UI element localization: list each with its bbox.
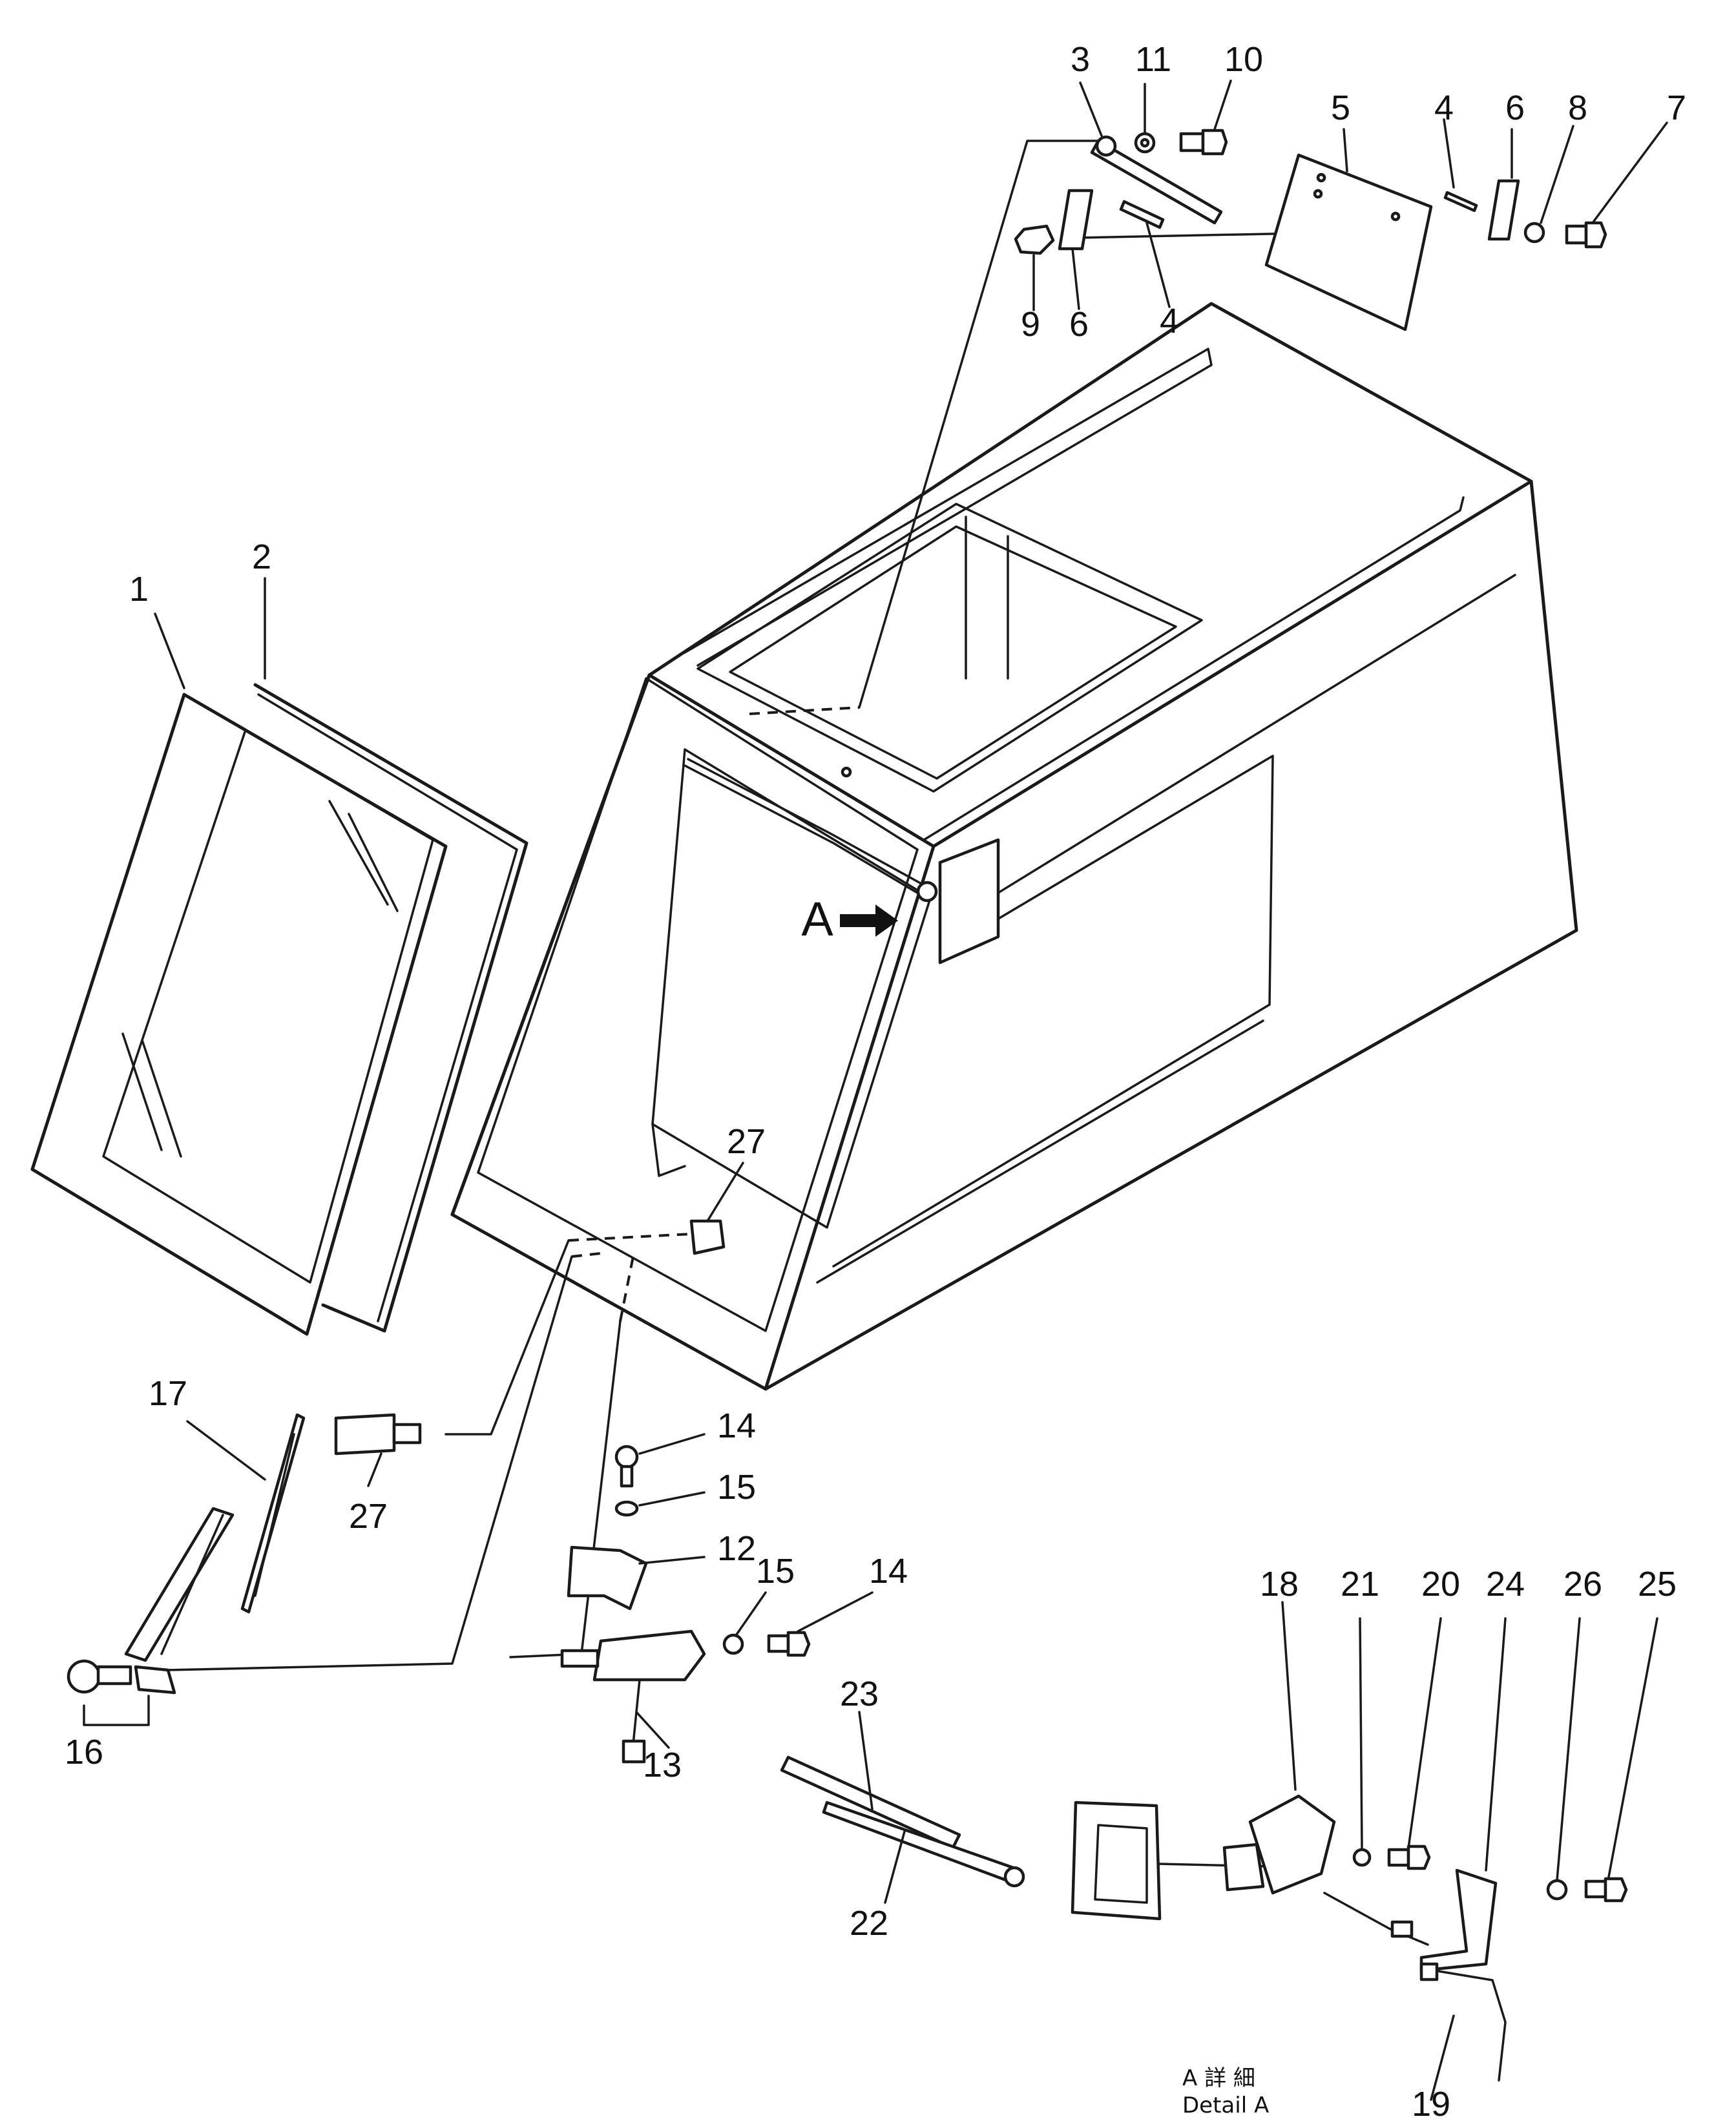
callout-20: 20: [1421, 1565, 1460, 1604]
callout-6-bottom: 6: [1069, 305, 1089, 344]
callout-25: 25: [1638, 1565, 1677, 1604]
motor-group-13: [560, 1445, 811, 1764]
callout-1: 1: [129, 570, 149, 609]
view-a-arrow: A: [801, 892, 898, 946]
callout-4-bottom: 4: [1160, 302, 1179, 340]
wiper-arm-16: [67, 1507, 235, 1695]
detail-a-caption: A 詳 細 Detail A: [1182, 2065, 1269, 2118]
lamp-27: [334, 1219, 726, 1456]
callout-27-lamp: 27: [349, 1497, 388, 1536]
callout-16: 16: [65, 1733, 103, 1771]
callout-numbers: 1 2 3 11 10 5 4 6 8 7 9 6 4 27 27 17 16 …: [65, 40, 1686, 2121]
callout-23: 23: [840, 1675, 879, 1713]
callout-12: 12: [717, 1529, 756, 1568]
callout-15-top: 15: [717, 1468, 756, 1507]
callout-17: 17: [149, 1374, 187, 1413]
callout-24: 24: [1486, 1565, 1525, 1604]
callout-22: 22: [850, 1904, 888, 1943]
callout-15-right: 15: [756, 1552, 795, 1591]
top-hardware-group: [1014, 129, 1607, 331]
callout-7: 7: [1667, 89, 1686, 127]
callout-19: 19: [1412, 2085, 1450, 2121]
leader-lines: [167, 140, 1397, 1872]
callout-6-top: 6: [1505, 89, 1525, 127]
callout-14-right: 14: [869, 1552, 908, 1591]
callout-8: 8: [1568, 89, 1587, 127]
front-glass-1: [30, 693, 448, 1336]
callout-5: 5: [1331, 89, 1350, 127]
callout-9: 9: [1021, 305, 1040, 344]
callout-26: 26: [1563, 1565, 1602, 1604]
callout-11: 11: [1135, 40, 1171, 79]
callout-13: 13: [643, 1746, 682, 1784]
detail-a-group: [780, 1755, 1628, 2082]
front-wiper-assembly: [684, 758, 1000, 965]
callout-21: 21: [1341, 1565, 1379, 1604]
weather-strip-2: [253, 683, 528, 1333]
callout-leaders: [83, 79, 1668, 2101]
callout-14-top: 14: [717, 1406, 756, 1445]
detail-label-en: Detail A: [1182, 2093, 1269, 2118]
callout-10: 10: [1224, 40, 1263, 79]
callout-3: 3: [1071, 40, 1090, 79]
callout-4-top: 4: [1434, 89, 1454, 127]
wiper-blade-17: [240, 1413, 306, 1614]
detail-label-jp: A 詳 細: [1182, 2065, 1255, 2091]
cab-body: [450, 302, 1578, 1391]
callout-2: 2: [252, 538, 271, 576]
callout-18: 18: [1260, 1565, 1299, 1604]
view-marker-a: A: [801, 892, 833, 946]
callout-27-cab: 27: [727, 1122, 766, 1161]
